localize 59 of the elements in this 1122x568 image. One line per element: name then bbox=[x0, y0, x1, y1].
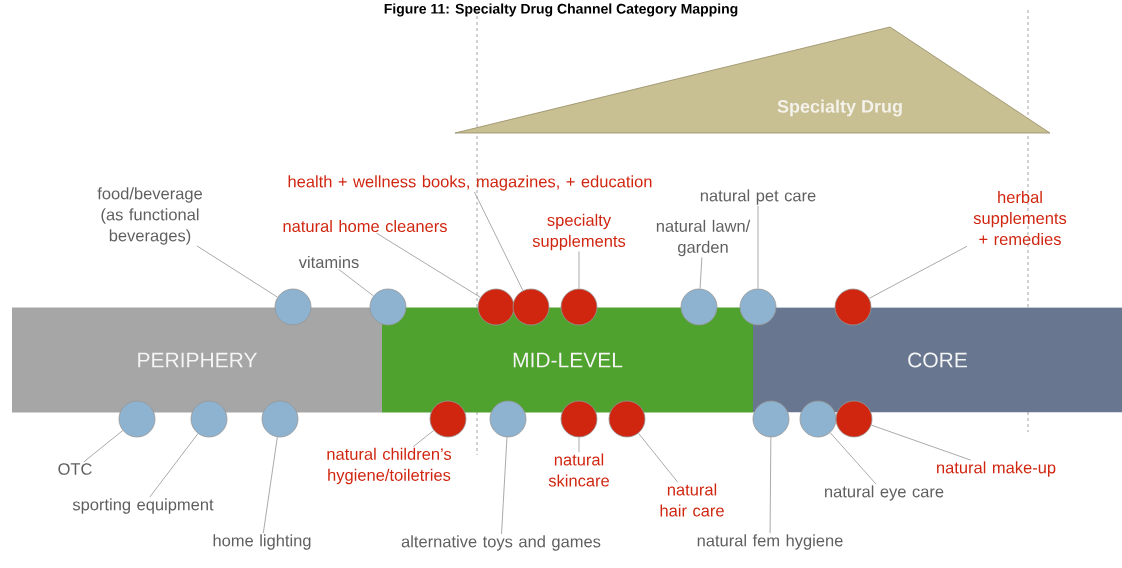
leader-line bbox=[757, 205, 759, 290]
title: Figure 11: Specialty Drug Channel Category Mapping bbox=[384, 3, 738, 17]
dot-marker bbox=[261, 400, 299, 438]
dot-marker bbox=[118, 400, 156, 438]
category-label: OTC bbox=[58, 463, 92, 475]
leader-line bbox=[829, 432, 877, 485]
category-label: natural eye care bbox=[825, 485, 944, 501]
dot-marker bbox=[739, 288, 777, 326]
leader-line bbox=[196, 245, 278, 298]
dot-marker bbox=[369, 288, 407, 326]
category-label: health + wellness books, magazines, + education bbox=[288, 175, 652, 191]
category-label: natural lawn/ garden bbox=[656, 219, 751, 257]
leader-line bbox=[501, 436, 508, 535]
category-label: natural skincare bbox=[548, 453, 609, 487]
leader-line bbox=[578, 250, 580, 290]
leader-line bbox=[870, 424, 972, 461]
category-label: specialty supplements bbox=[532, 213, 626, 251]
leader-line bbox=[338, 268, 374, 297]
band-segment: PERIPHERY bbox=[12, 307, 382, 413]
category-label: natural hair care bbox=[660, 483, 724, 517]
dot-marker bbox=[489, 400, 527, 438]
band-segment: CORE bbox=[753, 307, 1122, 413]
leader-line bbox=[412, 430, 435, 448]
category-label: herbal supplements + remedies bbox=[973, 190, 1067, 246]
category-label: natural fem hygiene bbox=[697, 534, 843, 550]
category-label: home lighting bbox=[213, 534, 311, 550]
category-label: natural children’s hygiene/toiletries bbox=[327, 447, 452, 485]
leader-line bbox=[262, 436, 278, 534]
dot-marker bbox=[680, 288, 718, 326]
trapezoid-band: Specialty Drug bbox=[454, 26, 1051, 134]
category-label: alternative toys and games bbox=[401, 535, 601, 551]
category-label: natural make-up bbox=[937, 461, 1056, 477]
dot-marker bbox=[799, 400, 837, 438]
dot-marker bbox=[608, 400, 646, 438]
dot-marker bbox=[560, 400, 598, 438]
leader-line bbox=[376, 232, 481, 298]
dot-marker bbox=[190, 400, 228, 438]
category-label: natural home cleaners bbox=[283, 219, 447, 233]
dot-marker bbox=[752, 400, 790, 438]
leader-line bbox=[868, 245, 968, 299]
leader-line bbox=[699, 256, 703, 290]
leader-line bbox=[83, 430, 124, 463]
category-label: vitamins bbox=[298, 255, 359, 269]
leader-line bbox=[578, 436, 580, 453]
dot-marker bbox=[835, 400, 873, 438]
dot-marker bbox=[512, 288, 550, 326]
category-label: natural pet care bbox=[700, 189, 816, 205]
dot-marker bbox=[274, 288, 312, 326]
dot-marker bbox=[477, 288, 515, 326]
category-label: food/beverage (as functional beverages) bbox=[97, 187, 202, 245]
leader-line bbox=[638, 432, 679, 483]
leader-line bbox=[473, 191, 524, 291]
leader-line bbox=[149, 433, 199, 498]
category-label: sporting equipment bbox=[72, 498, 214, 514]
leader-line bbox=[769, 436, 772, 534]
dot-marker bbox=[834, 288, 872, 326]
dot-marker bbox=[429, 400, 467, 438]
dot-marker bbox=[560, 288, 598, 326]
band-segment: MID-LEVEL bbox=[382, 307, 753, 413]
